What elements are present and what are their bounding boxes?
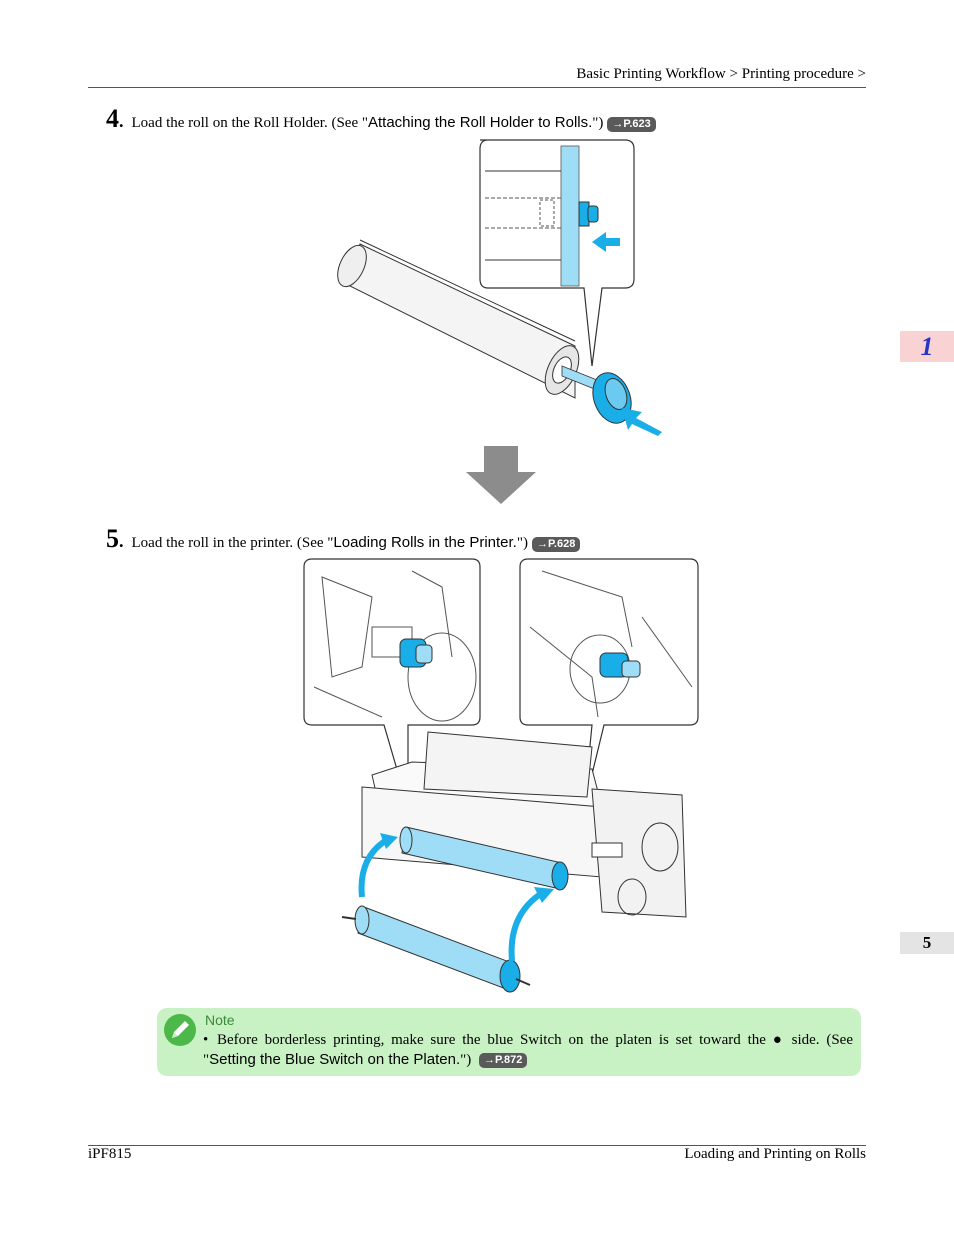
step-4-text: Load the roll on the Roll Holder. (See " [131, 115, 369, 131]
roll-holder-illustration [337, 139, 662, 436]
step-4-number: 4 [106, 104, 124, 134]
note-box: Note •Before borderless printing, make s… [157, 1008, 861, 1076]
footer-divider [88, 1145, 866, 1146]
footer-model: iPF815 [88, 1146, 132, 1162]
step-4: 4 Load the roll on the Roll Holder. (See… [106, 104, 656, 134]
page-number-tab: 5 [900, 932, 954, 954]
step-5: 5 Load the roll in the printer. (See "Lo… [106, 524, 581, 554]
note-bullet: • [203, 1032, 209, 1048]
step-5-page-ref[interactable]: →P.628 [531, 537, 581, 552]
step-5-number: 5 [106, 524, 124, 554]
step-5-text: Load the roll in the printer. (See " [131, 535, 334, 551]
step-5-link[interactable]: Loading Rolls in the Printer. [333, 534, 517, 551]
note-text-before: Before borderless printing, make sure th… [203, 1032, 853, 1068]
header-divider [88, 87, 866, 88]
down-arrow-icon [466, 446, 536, 504]
step-4-close: ") [592, 115, 604, 131]
note-page-ref[interactable]: →P.872 [479, 1053, 528, 1068]
pencil-note-icon [164, 1014, 196, 1046]
footer-section: Loading and Printing on Rolls [684, 1146, 866, 1162]
step-4-link[interactable]: Attaching the Roll Holder to Rolls. [368, 114, 593, 131]
step-5-close: ") [516, 535, 528, 551]
note-link[interactable]: Setting the Blue Switch on the Platen. [209, 1051, 461, 1068]
note-title: Note [205, 1012, 235, 1028]
step-4-page-ref[interactable]: →P.623 [607, 117, 656, 132]
note-close: ") [460, 1052, 472, 1068]
note-text: •Before borderless printing, make sure t… [203, 1030, 853, 1070]
chapter-tab[interactable]: 1 [900, 331, 954, 362]
breadcrumb: Basic Printing Workflow > Printing proce… [576, 66, 866, 82]
printer-loading-illustration [303, 558, 699, 993]
